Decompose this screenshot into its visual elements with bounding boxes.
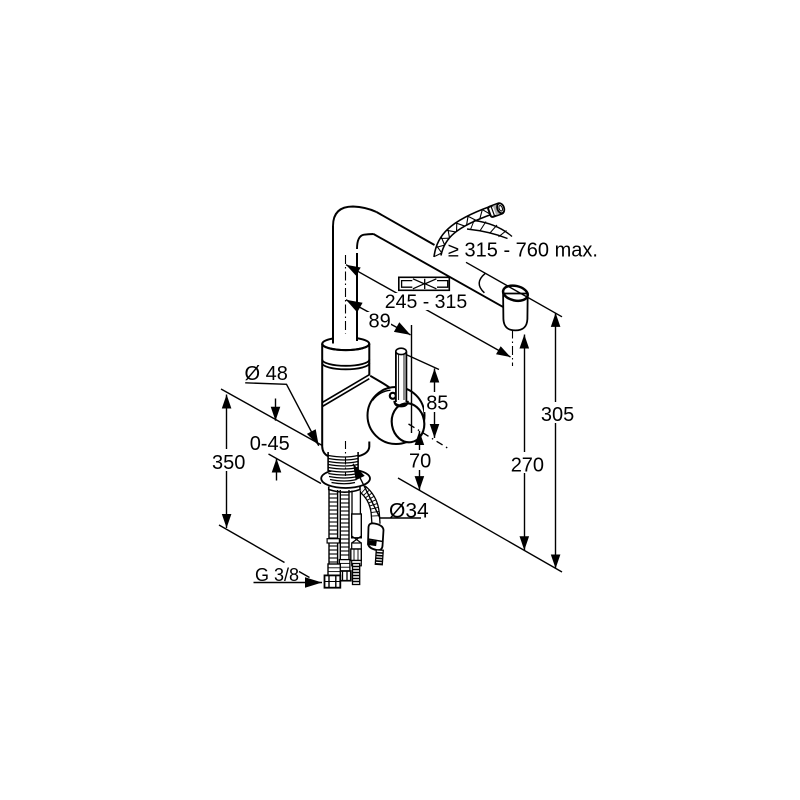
svg-text:245 - 315: 245 - 315 <box>385 291 468 313</box>
svg-text:70: 70 <box>409 450 431 472</box>
svg-text:85: 85 <box>426 393 448 415</box>
svg-text:350: 350 <box>212 452 245 474</box>
svg-text:89: 89 <box>369 311 391 333</box>
svg-text:≥ 315 - 760 max.: ≥ 315 - 760 max. <box>448 240 598 262</box>
svg-text:Ø 48: Ø 48 <box>245 363 288 385</box>
svg-text:Ø34: Ø34 <box>389 500 429 523</box>
svg-text:305: 305 <box>541 404 574 426</box>
svg-text:G 3/8: G 3/8 <box>255 565 299 585</box>
svg-text:270: 270 <box>511 454 544 476</box>
svg-text:0-45: 0-45 <box>250 433 290 455</box>
